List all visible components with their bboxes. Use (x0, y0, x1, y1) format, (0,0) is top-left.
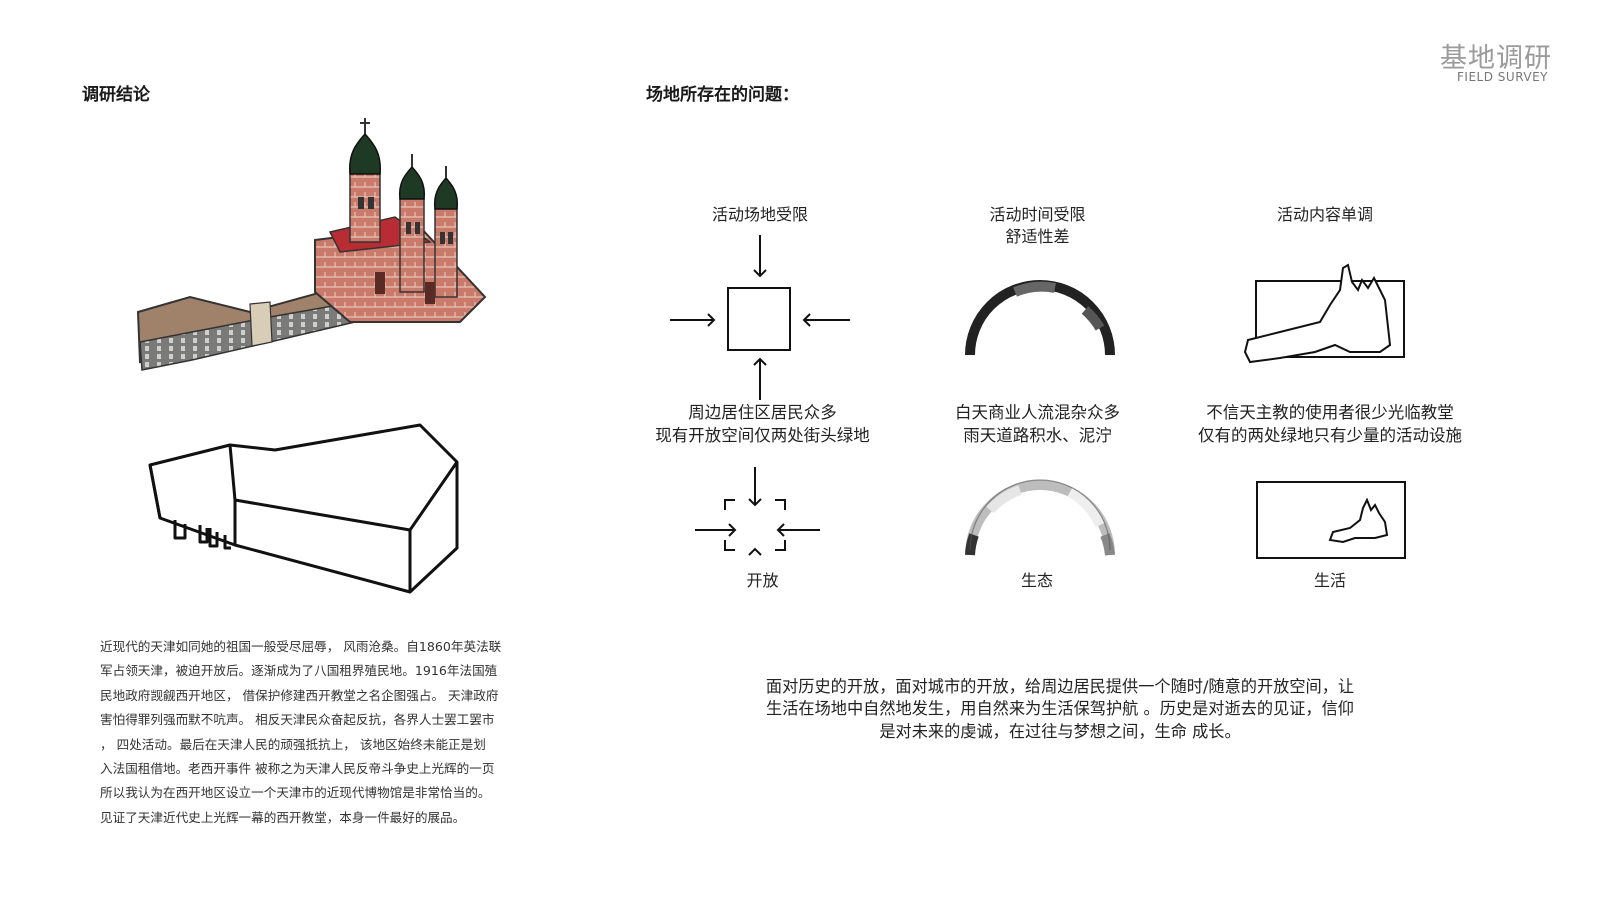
problem-label-content: 活动内容单调 (1276, 205, 1373, 224)
problem-label-time: 活动时间受限 舒适性差 (989, 205, 1086, 246)
life-frame-icon (1256, 481, 1406, 559)
solution-label-eco: 生态 (1020, 571, 1053, 590)
onion-domes (349, 118, 459, 210)
arc-gauge-icon (965, 280, 1115, 356)
problem-detail-content: 不信天主教的使用者很少光临教堂 仅有的两处绿地只有少量的活动设施 (1198, 403, 1462, 445)
annex-wing (136, 285, 357, 371)
problem-detail-space: 周边居住区居民众多 现有开放空间仅两处街头绿地 (655, 403, 870, 445)
problem-detail-time: 白天商业人流混杂众多 雨天道路积水、泥泞 (955, 403, 1120, 445)
brand-title-cn: 基地调研 (1440, 43, 1552, 74)
solution-label-open: 开放 (746, 571, 779, 590)
solution-label-life: 生活 (1313, 571, 1346, 590)
church-illustration (136, 118, 487, 371)
open-arrows-icon (695, 467, 820, 556)
summary-text: 面对历史的开放，面对城市的开放，给周边居民提供一个随时/随意的开放空间，让 生活… (765, 677, 1355, 741)
space-arrows-icon (670, 235, 850, 400)
problem-label-space: 活动场地受限 (711, 205, 808, 224)
research-conclusion-heading: 调研结论 (82, 85, 150, 105)
research-paragraph: 近现代的天津如同她的祖国一般受尽屈辱， 风雨沧桑。自1860年英法联 军占领天津… (100, 639, 502, 825)
site-problems-heading: 场地所存在的问题： (646, 85, 799, 105)
church-silhouette-icon (1243, 263, 1405, 364)
massing-model-sketch (148, 423, 459, 594)
eco-arc-icon (965, 479, 1115, 556)
brand-title-en: FIELD SURVEY (1457, 70, 1548, 84)
